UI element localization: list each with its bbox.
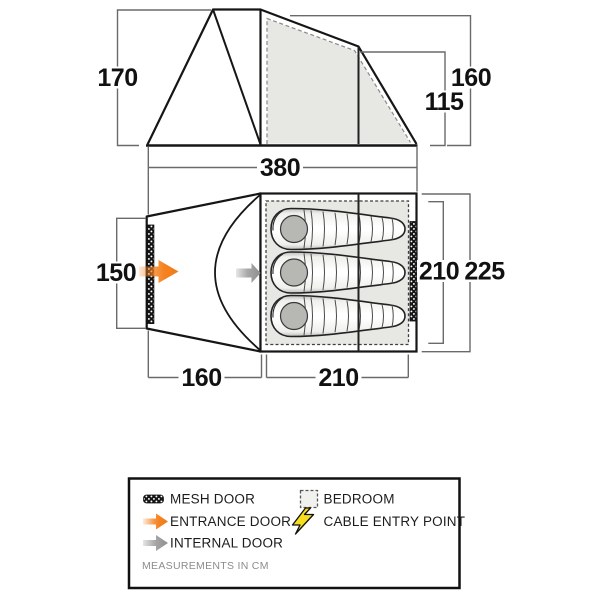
door-swing-arc: [214, 193, 262, 352]
entrance-door-arrow: [138, 260, 179, 283]
length-label: 380: [260, 154, 300, 182]
inner-tent-shaded-area: [267, 19, 411, 144]
porch-side-outline: [146, 8, 262, 145]
internal-door-arrow: [236, 263, 261, 283]
mesh-door-strip-rear: [409, 221, 417, 322]
bedroom-icon: [299, 489, 319, 509]
measurements-note: MEASUREMENTS IN CM: [142, 560, 269, 572]
entrance-door-label: ENTRANCE DOOR: [170, 514, 291, 529]
rear-height-label: 115: [425, 88, 464, 116]
mesh-door-label: MESH DOOR: [170, 492, 255, 507]
overall-width-label: 225: [464, 258, 505, 286]
floor-plan-view: [138, 192, 418, 353]
side-view-dimension-labels: 170 160 115 380: [94, 64, 494, 182]
bedroom-width-label: 210: [419, 258, 459, 286]
legend-panel: MESH DOOR ENTRANCE DOOR INTERNAL DOOR ME…: [127, 477, 466, 590]
cable-entry-point-icon: [291, 507, 315, 535]
porch-length-label: 160: [181, 364, 221, 392]
floor-plan-dimension-labels: 150 210 225 160 210: [93, 258, 508, 392]
inner-tent-dashed-outline: [266, 17, 412, 144]
peak-height-label: 170: [97, 64, 137, 92]
legend-box: [127, 477, 461, 590]
entrance-door-icon: [143, 513, 168, 530]
porch-rear-slope-line: [212, 9, 262, 145]
bedroom-peak-height-label: 160: [451, 64, 491, 92]
side-elevation-view: [146, 8, 418, 147]
mesh-door-icon: [143, 494, 164, 504]
bedroom-length-label: 210: [318, 364, 358, 392]
front-width-label: 150: [96, 259, 136, 287]
internal-door-label: INTERNAL DOOR: [170, 536, 283, 551]
bedroom-label: BEDROOM: [324, 492, 395, 507]
cable-entry-point-label: CABLE ENTRY POINT: [324, 514, 466, 529]
internal-door-icon: [143, 535, 168, 551]
